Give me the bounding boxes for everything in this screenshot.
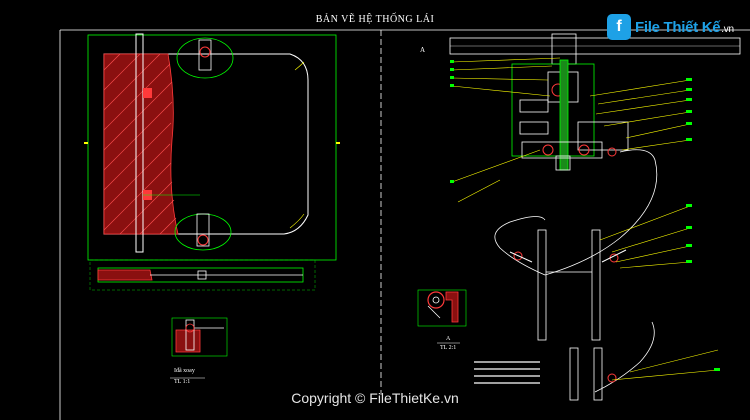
steering-shaft <box>135 33 144 253</box>
plan-view <box>84 33 340 261</box>
drawing-title: BẢN VẼ HỆ THỐNG LÁI <box>315 14 435 25</box>
scale-right-label: TL 2:1 <box>440 345 457 351</box>
cable-pulleys <box>509 249 627 383</box>
rotated-detail <box>170 317 228 379</box>
upper-bracket-detail <box>176 37 234 79</box>
hatch-lines <box>103 53 177 235</box>
hatched-section <box>103 53 179 235</box>
filethietke-logo[interactable]: f File Thiết Kế.vn <box>607 12 743 42</box>
copyright-watermark: Copyright © FileThietKe.vn <box>291 390 459 406</box>
rudder-stock <box>559 59 569 171</box>
logo-text: File Thiết Kế.vn <box>635 19 734 36</box>
logo-f-icon: f <box>607 14 631 40</box>
callout-ticks <box>450 60 720 371</box>
detail-left-label: Iđã xoay <box>174 368 195 374</box>
logo-tld: .vn <box>721 23 734 35</box>
logo-name: File Thiết Kế <box>635 18 721 36</box>
title-block <box>474 361 540 384</box>
section-a-mechanism <box>449 33 741 171</box>
section-a-label: A <box>420 46 426 54</box>
sheet-frame <box>59 29 750 420</box>
detail-a-view <box>417 289 467 344</box>
steering-cables <box>494 149 658 401</box>
leader-lines <box>451 57 719 381</box>
detail-right-label: A <box>446 336 451 342</box>
tiller-side-view <box>89 259 316 291</box>
scale-left-label: TL 1:1 <box>174 379 191 385</box>
